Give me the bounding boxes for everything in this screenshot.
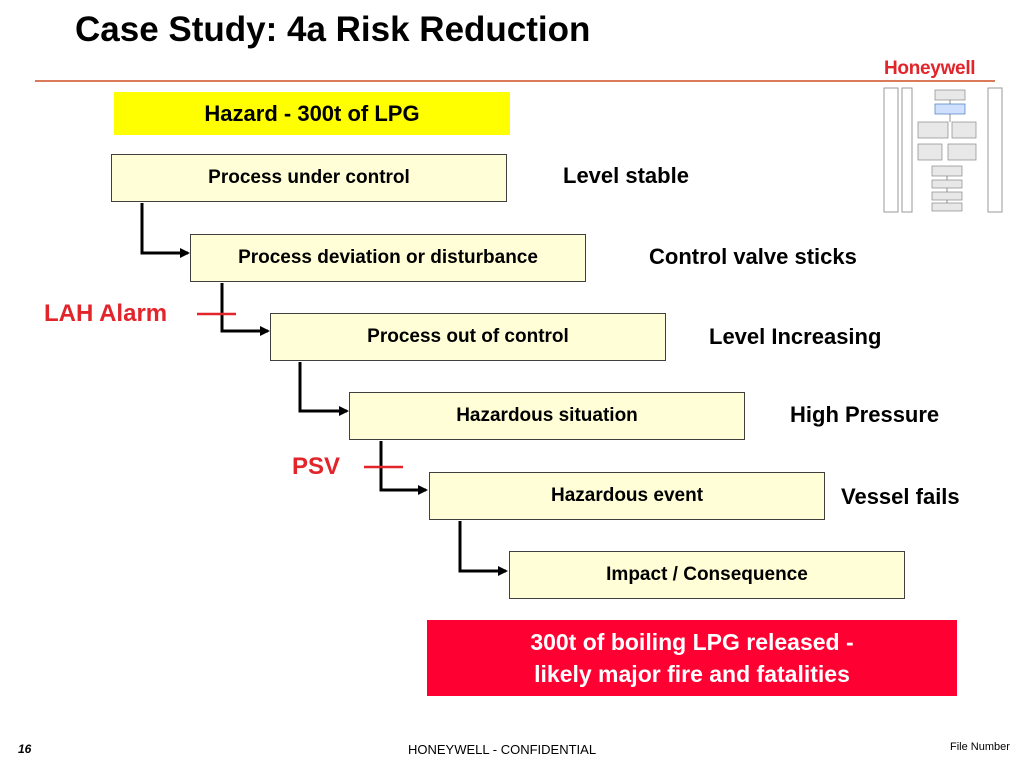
note-level-stable: Level stable <box>563 163 689 188</box>
note-level-increasing: Level Increasing <box>709 324 882 349</box>
page-number: 16 <box>18 742 32 756</box>
step-hazardous-situation: Hazardous situation <box>349 392 745 440</box>
connector-4 <box>379 441 428 495</box>
note-high-pressure: High Pressure <box>790 402 940 427</box>
consequence-box: 300t of boiling LPG released - likely ma… <box>427 620 957 696</box>
connector-3 <box>298 362 349 416</box>
connector-2 <box>220 283 270 336</box>
step-impact-consequence: Impact / Consequence <box>509 551 905 599</box>
barrier-psv: PSV <box>292 453 341 480</box>
honeywell-logo: Honeywell <box>884 58 976 79</box>
title-divider <box>35 80 995 82</box>
hazard-label: Hazard - 300t of LPG <box>114 92 510 135</box>
note-vessel-fails: Vessel fails <box>841 484 960 509</box>
connector-1 <box>140 203 190 258</box>
connector-5 <box>458 521 508 576</box>
confidential-notice: HONEYWELL - CONFIDENTIAL <box>408 742 597 757</box>
consequence-line-2: likely major fire and fatalities <box>534 661 850 687</box>
barrier-lah-alarm: LAH Alarm <box>44 300 168 327</box>
step-process-deviation: Process deviation or disturbance <box>190 234 586 282</box>
file-number-label: File Number <box>950 741 1010 753</box>
consequence-line-1: 300t of boiling LPG released - <box>530 629 854 655</box>
flowchart-thumbnail-image <box>880 86 1006 214</box>
step-process-under-control: Process under control <box>111 154 507 202</box>
slide-title: Case Study: 4a Risk Reduction <box>75 10 591 49</box>
step-process-out-of-control: Process out of control <box>270 313 666 361</box>
step-hazardous-event: Hazardous event <box>429 472 825 520</box>
note-control-valve-sticks: Control valve sticks <box>649 244 857 269</box>
